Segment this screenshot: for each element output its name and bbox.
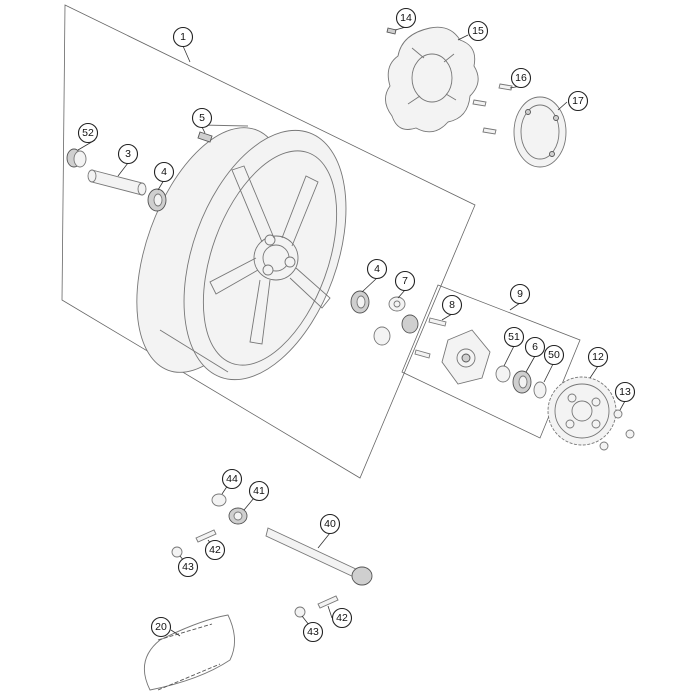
callout-41-label: 41 <box>253 485 265 497</box>
callout-42-upper: 42 <box>204 539 226 561</box>
callout-50: 50 <box>543 344 565 366</box>
axle-40-part <box>265 527 373 586</box>
bearing-6-part <box>512 370 532 394</box>
callout-42-lower: 42 <box>331 607 353 629</box>
screw-14-part <box>386 27 397 35</box>
callout-43-lower: 43 <box>302 621 324 643</box>
callout-20: 20 <box>150 616 172 638</box>
brake-disc-15-part <box>385 26 479 133</box>
bearing-small-parts <box>373 314 419 346</box>
bearing-4b-part <box>350 290 370 314</box>
nut-43a-part <box>171 546 183 558</box>
callout-17: 17 <box>567 90 589 112</box>
callout-42-lower-label: 42 <box>336 612 348 624</box>
callout-51-label: 51 <box>508 331 520 343</box>
spacer-52-part <box>66 148 87 168</box>
callout-20-label: 20 <box>155 621 167 633</box>
callout-52-label: 52 <box>82 127 94 139</box>
callout-51: 51 <box>503 326 525 348</box>
bearing-4a-part <box>147 188 167 212</box>
callout-44-label: 44 <box>226 473 238 485</box>
callout-4-top-label: 4 <box>161 166 167 178</box>
callout-13-label: 13 <box>619 386 631 398</box>
callout-3: 3 <box>117 143 139 165</box>
callout-4-right: 4 <box>366 258 388 280</box>
callout-17-label: 17 <box>572 95 584 107</box>
bolt-8-part <box>414 317 447 359</box>
callout-1-label: 1 <box>180 31 186 43</box>
callout-9: 9 <box>509 283 531 305</box>
callout-50-label: 50 <box>548 349 560 361</box>
spacer-7-part <box>388 296 406 312</box>
callout-6-label: 6 <box>532 341 538 353</box>
callout-4-top: 4 <box>153 161 175 183</box>
callout-15: 15 <box>467 20 489 42</box>
callout-9-label: 9 <box>517 288 523 300</box>
callout-13: 13 <box>614 381 636 403</box>
chain-20-part <box>143 614 235 691</box>
axle-spacer-3-part <box>87 169 147 196</box>
callout-40-label: 40 <box>324 518 336 530</box>
valve-5-part <box>197 131 213 143</box>
o-ring-51-part <box>495 365 511 383</box>
callout-43-lower-label: 43 <box>307 626 319 638</box>
callout-3-label: 3 <box>125 148 131 160</box>
callout-6: 6 <box>524 336 546 358</box>
adjuster-41-part <box>228 507 248 525</box>
callout-40: 40 <box>319 513 341 535</box>
callout-8: 8 <box>441 294 463 316</box>
callout-5-label: 5 <box>199 112 205 124</box>
bolt-42b-part <box>317 595 339 609</box>
sprocket-12-part <box>547 376 617 446</box>
nut-44-part <box>211 493 227 507</box>
callout-7: 7 <box>394 270 416 292</box>
callout-14: 14 <box>395 7 417 29</box>
callout-41: 41 <box>248 480 270 502</box>
callout-1: 1 <box>172 26 194 48</box>
nut-13-parts <box>599 409 635 451</box>
sprocket-carrier-part <box>441 329 491 385</box>
callout-7-label: 7 <box>402 275 408 287</box>
callout-4-right-label: 4 <box>374 263 380 275</box>
callout-43-upper: 43 <box>177 556 199 578</box>
callout-44: 44 <box>221 468 243 490</box>
wheel-group-frame <box>61 4 476 479</box>
callout-43-upper-label: 43 <box>182 561 194 573</box>
rear-wheel-rim <box>136 124 347 381</box>
callout-42-upper-label: 42 <box>209 544 221 556</box>
hub-group-frame <box>401 284 581 439</box>
callout-52: 52 <box>77 122 99 144</box>
callout-5: 5 <box>191 107 213 129</box>
bolt-42a-part <box>195 529 217 543</box>
seal-50-part <box>533 381 547 399</box>
callout-14-label: 14 <box>400 12 412 24</box>
callout-12-label: 12 <box>592 351 604 363</box>
screw-16-parts <box>472 83 513 135</box>
callout-15-label: 15 <box>472 25 484 37</box>
callout-16-label: 16 <box>515 72 527 84</box>
callout-12: 12 <box>587 346 609 368</box>
callout-16: 16 <box>510 67 532 89</box>
nut-43b-part <box>294 606 306 618</box>
callout-8-label: 8 <box>449 299 455 311</box>
adapter-17-part <box>513 96 567 168</box>
